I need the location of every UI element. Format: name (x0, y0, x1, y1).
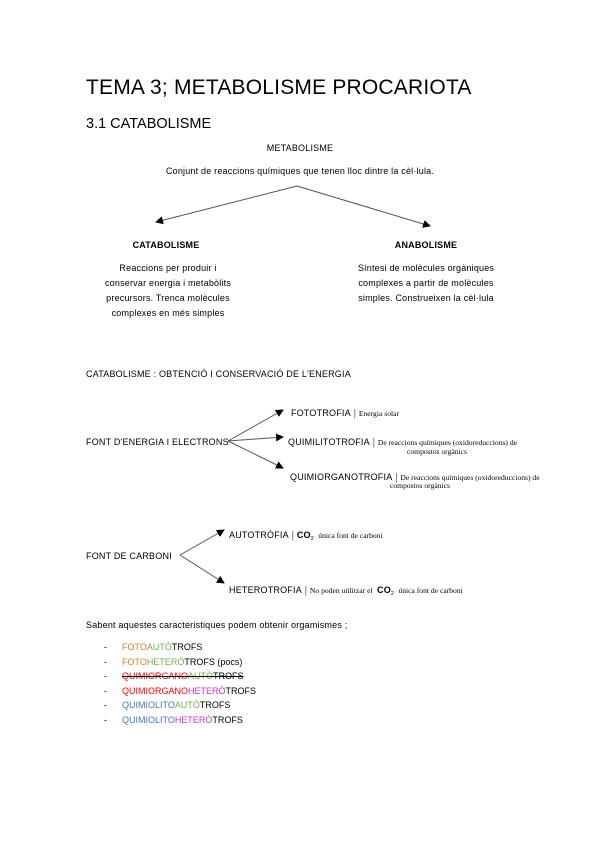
organism-part: HETERÒ (188, 685, 226, 696)
heterotrofia-separator: | (304, 585, 307, 596)
heterotrofia-row: HETEROTROFIA|No poden utilitzar el CO2 ú… (229, 580, 463, 598)
autotrofia-separator: | (291, 530, 294, 541)
fototrofia-separator: | (353, 408, 356, 419)
autotrofia-row: AUTOTRÒFIA|CO2 única font de carboni (229, 525, 383, 543)
arrow-to-anabolisme (296, 185, 431, 228)
list-dash: - (104, 656, 107, 667)
metabolisme-definition: Conjunt de reaccions químiques que tenen… (165, 166, 435, 176)
heterotrofia-co2: CO (377, 585, 391, 595)
organism-part: TROFS (171, 642, 203, 652)
list-dash: - (104, 700, 107, 711)
carbon-source-label: FONT DE CARBONI (86, 551, 172, 561)
organism-part: TROFS (212, 714, 243, 725)
arrow-to-catabolisme (155, 185, 298, 225)
autotrofia-co2-subscript: 2 (310, 536, 314, 542)
organism-part: QUIMIOLITO (122, 700, 175, 711)
heterotrofia-co2-subscript: 2 (390, 591, 394, 597)
autotrofia-label: AUTOTRÒFIA (229, 530, 289, 540)
anabolisme-label: ANABOLISME (394, 240, 458, 250)
list-dash: - (104, 642, 107, 652)
arrow-to-quimilitotrofia (227, 433, 284, 442)
organism-name: FOTOHETERÒTROFS (pocs) (122, 657, 242, 667)
anabolisme-description: Síntesi de molècules orgàniques complexe… (357, 263, 495, 303)
list-dash: - (104, 714, 107, 725)
organism-part: QUIMIORGANO (122, 671, 189, 682)
organism-name-struck: QUIMIORGANOAUTÒTROFS (122, 671, 244, 681)
quimiorganotrofia-row: QUIMIORGANOTROFIA|De reaccions químiques… (290, 467, 540, 485)
quimilitotrofia-row: QUIMILITOTROFIA|De reaccions químiques (… (288, 432, 517, 450)
fototrofia-label: FOTOTROFIA (291, 408, 351, 418)
organism-part: TROFS (199, 700, 231, 711)
autotrofia-co2: CO (296, 530, 311, 540)
catabolisme-label: CATABOLISME (132, 240, 200, 250)
arrow-to-fototrofia (227, 409, 284, 442)
organism-part: AUTÒ (146, 642, 172, 652)
list-dash: - (104, 671, 107, 682)
fototrofia-row: FOTOTROFIA|Energia solar (291, 403, 399, 421)
quimilitotrofia-description: De reaccions químiques (oxidoreduccions)… (377, 438, 518, 447)
organism-part: TROFS (pocs) (184, 656, 243, 667)
organism-part: TROFS (225, 685, 257, 696)
organism-part: AUTÒ (188, 671, 214, 682)
quimilitotrofia-description-line2: compostos orgànics (407, 447, 467, 456)
organism-part: TROFS (213, 671, 244, 682)
arrow-to-quimiorganotrofia (227, 440, 284, 469)
organism-part: QUIMIORGANO (122, 685, 189, 696)
organism-part: HETERÒ (146, 656, 185, 667)
quimiorganotrofia-description: De reaccions químiques (oxidoreduccions)… (400, 473, 540, 482)
quimiorganotrofia-description-line2: compostos orgànics (390, 481, 450, 490)
fototrofia-description: Energia solar (358, 409, 399, 418)
quimiorganotrofia-label: QUIMIORGANOTROFIA (290, 472, 393, 482)
heterotrofia-description-post: única font de carboni (398, 586, 463, 595)
organism-part: HETERÒ (174, 714, 213, 725)
heterotrofia-description-pre: No poden utilitzar el (309, 586, 373, 595)
organism-part: FOTO (122, 656, 147, 667)
quimilitotrofia-label: QUIMILITOTROFIA (288, 437, 370, 447)
organism-name: QUIMIOLITOHETERÒTROFS (122, 715, 243, 725)
section-heading: 3.1 CATABOLISME (86, 116, 212, 132)
autotrofia-description: única font de carboni (318, 531, 383, 540)
arrow-to-heterotrofia (179, 554, 225, 584)
organism-part: FOTO (122, 642, 147, 652)
organism-name: FOTOAUTÒTROFS (122, 642, 202, 652)
heterotrofia-label: HETEROTROFIA (229, 585, 302, 595)
organism-name: QUIMIORGANOHETERÒTROFS (122, 686, 256, 696)
list-dash: - (104, 685, 107, 696)
energy-source-label: FONT D'ENERGIA I ELECTRONS (86, 437, 229, 447)
organisms-intro: Sabent aquestes caracteristiques podem o… (86, 620, 348, 630)
quimiorganotrofia-separator: | (395, 472, 398, 483)
page-title: TEMA 3; METABOLISME PROCARIOTA (86, 76, 472, 99)
catabolisme-description: Reaccions per produir i conservar energi… (104, 263, 232, 318)
quimilitotrofia-separator: | (372, 437, 375, 448)
metabolisme-label: METABOLISME (266, 143, 334, 153)
energy-heading: CATABOLISME : OBTENCIÓ I CONSERVACIÓ DE … (86, 369, 351, 379)
organism-part: AUTÒ (174, 700, 200, 711)
organism-name: QUIMIOLITOAUTÒTROFS (122, 700, 230, 710)
arrow-to-autotrofia (179, 529, 225, 556)
organism-part: QUIMIOLITO (122, 714, 175, 725)
